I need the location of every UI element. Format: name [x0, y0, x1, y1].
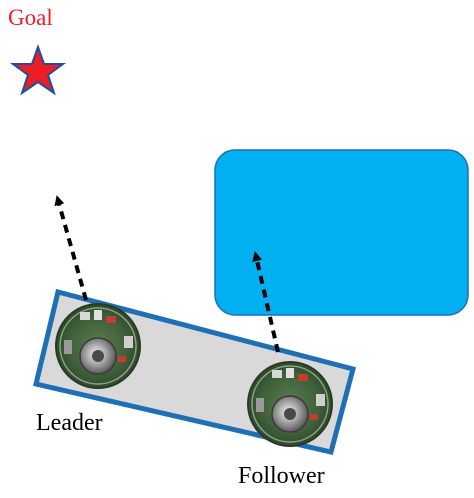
- leader-label: Leader: [36, 410, 103, 436]
- follower-label: Follower: [238, 463, 325, 489]
- star-icon: [9, 43, 67, 96]
- leader-heading-arrow: [54, 195, 88, 301]
- follower-robot: [247, 361, 333, 447]
- goal-label: Goal: [8, 5, 53, 30]
- leader-robot: [55, 303, 141, 389]
- follower-heading-arrow: [252, 251, 280, 353]
- obstacle: [214, 149, 469, 316]
